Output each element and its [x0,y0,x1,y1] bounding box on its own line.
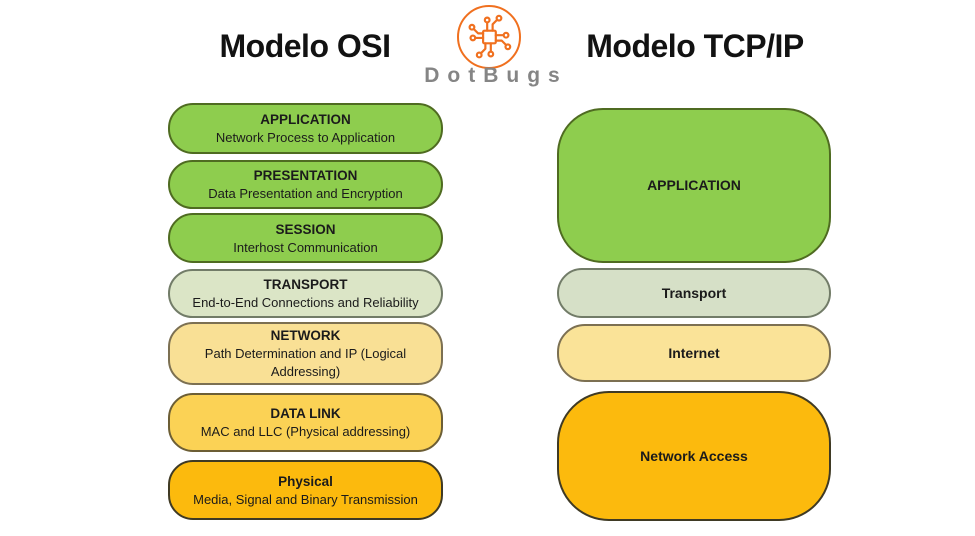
tcpip-layer-internet: Internet [557,324,831,382]
tcpip-layer-transport: Transport [557,268,831,318]
layer-name: PRESENTATION [253,168,358,183]
logo-wordmark: DotBugs [424,64,568,87]
tcpip-layer-network-access: Network Access [557,391,831,521]
layer-description: Network Process to Application [215,130,396,145]
osi-layer-session: SESSION Interhost Communication [168,213,443,263]
tcpip-column-title: Modelo TCP/IP [586,28,804,64]
osi-layer-physical: Physical Media, Signal and Binary Transm… [168,460,443,520]
layer-description: Interhost Communication [233,239,378,255]
layer-description: Path Determination and IP (Logical Addre… [204,346,407,379]
osi-layer-network: NETWORK Path Determination and IP (Logic… [168,322,443,385]
layer-description: End-to-End Connections and Reliability [192,295,419,310]
layer-name: TRANSPORT [263,277,348,292]
osi-layer-application: APPLICATION Network Process to Applicati… [168,103,443,154]
layer-name: Internet [668,344,720,361]
layer-name: APPLICATION [647,177,741,193]
layer-name: NETWORK [270,328,341,343]
layer-description: MAC and LLC (Physical addressing) [200,424,411,439]
layer-name: APPLICATION [260,112,351,127]
layer-name: Network Access [640,447,748,464]
layer-description: Media, Signal and Binary Transmission [193,491,418,507]
layer-name: DATA LINK [270,406,341,421]
osi-layer-transport: TRANSPORT End-to-End Connections and Rel… [168,269,443,318]
tcpip-layer-application: APPLICATION [557,108,831,263]
layer-description: Data Presentation and Encryption [208,186,403,201]
osi-column-title: Modelo OSI [219,28,392,64]
dotbugs-logo [457,5,521,69]
circuit-chip-icon [468,14,512,59]
layer-name: SESSION [275,221,336,237]
layer-name: Physical [278,473,333,489]
layer-name: Transport [661,284,727,301]
osi-layer-data-link: DATA LINK MAC and LLC (Physical addressi… [168,393,443,452]
osi-layer-presentation: PRESENTATION Data Presentation and Encry… [168,160,443,209]
